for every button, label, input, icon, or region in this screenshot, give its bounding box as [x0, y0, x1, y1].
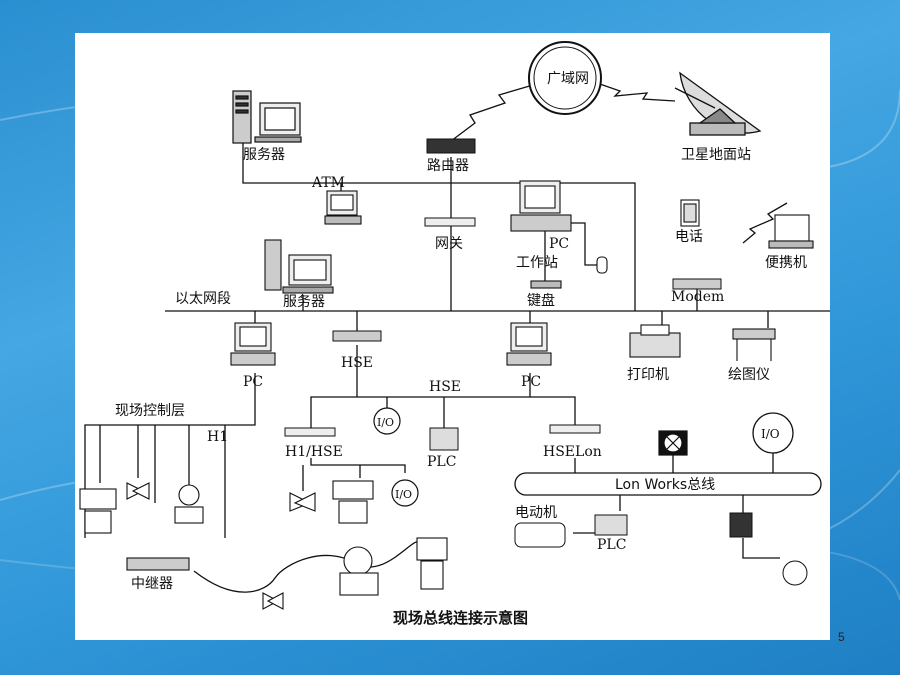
label-workstation: 工作站 [516, 255, 558, 271]
phone-icon [680, 199, 700, 227]
diagram-caption: 现场总线连接示意图 [393, 609, 528, 627]
label-modem: Modem [671, 289, 724, 305]
indicator-icon [658, 430, 688, 456]
label-wan: 广域网 [547, 71, 589, 87]
motor-icon [514, 522, 566, 548]
fieldbus-diagram: 广域网 卫星地面站 服务器 路由器 ATM 网关 PC 工作站 键盘 电话 便携… [79, 41, 830, 627]
label-io-2: I/O [395, 488, 412, 501]
label-hselon: HSELon [543, 444, 602, 460]
satellite-dish-icon [674, 71, 762, 136]
printer-icon [629, 324, 681, 358]
label-lonworks: Lon Works总线 [615, 477, 715, 493]
io-2-icon [391, 479, 419, 507]
label-io-3: I/O [761, 427, 780, 441]
gateway-icon [424, 217, 476, 227]
field-devices [79, 482, 448, 610]
pc-left-icon [230, 322, 276, 366]
label-pc-ws: PC [549, 236, 569, 252]
io-1-icon [373, 407, 401, 435]
modem-icon [672, 278, 722, 290]
laptop-icon [768, 214, 814, 249]
label-field-layer: 现场控制层 [115, 403, 185, 419]
label-plotter: 绘图仪 [728, 367, 770, 383]
pc-right-icon [506, 322, 552, 366]
label-motor: 电动机 [515, 505, 557, 521]
server-mid-icon [264, 239, 334, 294]
plotter-icon [732, 328, 776, 361]
label-router: 路由器 [427, 158, 469, 174]
atm-pc-icon [324, 190, 362, 225]
label-ethernet: 以太网段 [175, 291, 231, 307]
label-hse-bus: HSE [429, 379, 461, 395]
label-server-mid: 服务器 [283, 294, 325, 310]
lon-device-icon [729, 512, 753, 538]
h1hse-icon [284, 427, 336, 437]
hse-switch-icon [332, 330, 382, 342]
plc-1-icon [429, 427, 459, 451]
label-io-1: I/O [377, 416, 394, 429]
label-h1hse: H1/HSE [285, 444, 343, 460]
workstation-icon [510, 180, 608, 289]
label-printer: 打印机 [627, 366, 669, 383]
page-number: 5 [838, 630, 845, 644]
pump-icon [782, 560, 808, 586]
io-3-icon [752, 412, 794, 454]
valve-icon [289, 480, 374, 524]
label-server-top: 服务器 [243, 147, 285, 163]
label-repeater: 中继器 [131, 576, 173, 592]
router-icon [426, 138, 476, 154]
label-atm: ATM [311, 175, 345, 191]
label-plc-1: PLC [427, 454, 456, 470]
plc-2-icon [594, 514, 628, 536]
label-plc-2: PLC [597, 537, 626, 553]
label-phone: 电话 [675, 229, 703, 245]
diagram-panel: 广域网 卫星地面站 服务器 路由器 ATM 网关 PC 工作站 键盘 电话 便携… [75, 33, 830, 640]
label-pc-right: PC [521, 374, 541, 390]
hselon-icon [549, 424, 601, 434]
label-gateway: 网关 [435, 236, 463, 252]
label-hse-top: HSE [341, 355, 373, 371]
label-h1: H1 [207, 429, 228, 445]
lonworks-bus [514, 472, 822, 496]
label-keyboard: 键盘 [527, 292, 555, 309]
label-laptop: 便携机 [765, 255, 807, 271]
server-top-icon [232, 90, 302, 144]
label-satellite: 卫星地面站 [681, 147, 751, 163]
label-pc-left: PC [243, 374, 263, 390]
